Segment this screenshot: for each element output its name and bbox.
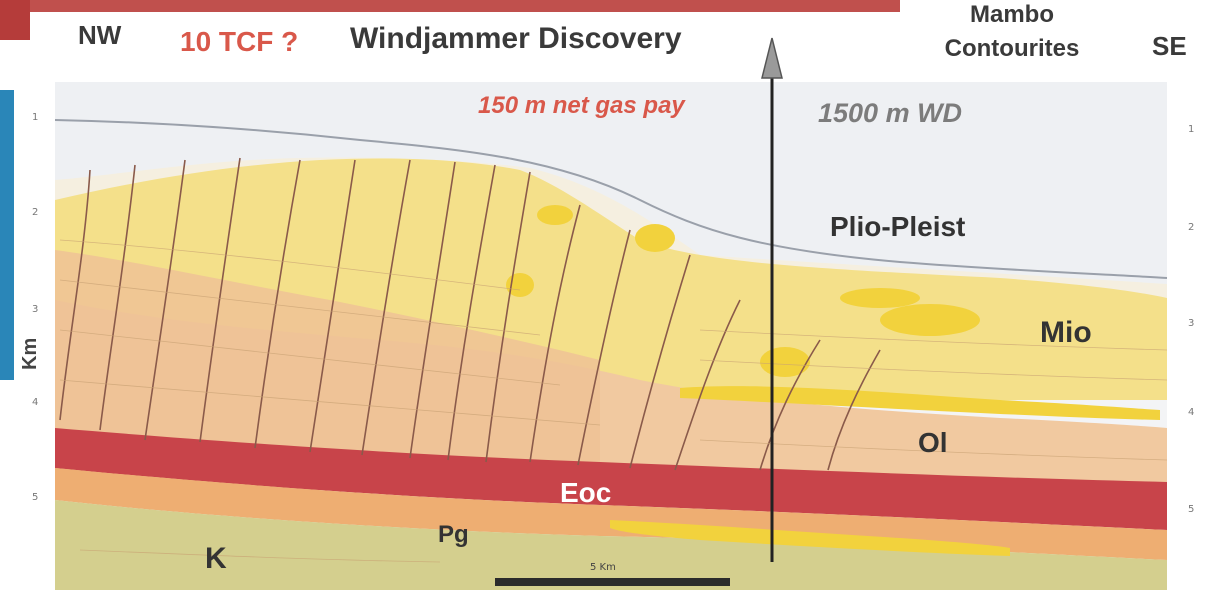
bedding-line xyxy=(59,239,521,291)
contourites-label-line1: Mambo xyxy=(970,1,1054,28)
eoc-unit xyxy=(55,428,1167,530)
gas-anomaly xyxy=(610,520,1010,556)
formation-labels: Plio-Pleist Mio Ol Eoc Pg K xyxy=(205,211,1092,575)
eoc-label: Eoc xyxy=(560,477,611,508)
fault-line xyxy=(309,159,356,453)
gas-anomaly xyxy=(880,304,980,336)
mio-label: Mio xyxy=(1040,316,1092,349)
contourites-label: Mambo Contourites xyxy=(922,0,1102,66)
fault-line xyxy=(485,171,531,463)
gas-anomaly xyxy=(760,347,810,377)
left-tick-label: 1 xyxy=(32,112,38,123)
right-tick-label: 4 xyxy=(1188,407,1194,418)
left-tick-label: 2 xyxy=(32,207,38,218)
right-depth-axis: 1 2 3 4 5 xyxy=(1188,124,1194,515)
right-tick-label: 5 xyxy=(1188,504,1194,515)
pg-unit xyxy=(55,468,1167,560)
depth-axis-title: Km xyxy=(19,338,41,370)
fault-line xyxy=(827,349,881,471)
fault-line xyxy=(99,164,136,431)
fault-line xyxy=(674,299,741,471)
fault-line xyxy=(59,169,91,421)
bedding-line xyxy=(699,329,1168,351)
gas-anomaly xyxy=(635,224,675,252)
fault-line xyxy=(144,159,186,441)
left-tick-label: 4 xyxy=(32,397,38,408)
ol-unit-lower xyxy=(55,250,600,470)
page-edge-strip xyxy=(0,90,14,380)
fault-line xyxy=(759,339,821,471)
title-banner xyxy=(30,0,900,12)
gas-anomaly xyxy=(680,386,1160,420)
bedding-line xyxy=(699,439,1168,461)
gas-anomaly xyxy=(840,288,920,308)
direction-nw-label: NW xyxy=(78,20,122,50)
pg-label: Pg xyxy=(438,521,469,548)
bedding-line xyxy=(59,329,561,386)
fault-line xyxy=(529,204,581,463)
right-tick-label: 3 xyxy=(1188,318,1194,329)
gas-anomaly xyxy=(537,205,573,225)
left-tick-label: 3 xyxy=(32,304,38,315)
resource-estimate-label: 10 TCF ? xyxy=(180,26,299,57)
k-unit xyxy=(55,500,1167,590)
fault-line xyxy=(199,157,241,443)
fault-line xyxy=(361,159,411,456)
fault-line xyxy=(629,254,691,469)
water-depth-annotation: 1500 m WD xyxy=(818,98,963,128)
ol-label: Ol xyxy=(918,427,948,458)
banner-corner xyxy=(0,0,30,40)
discovery-title: Windjammer Discovery xyxy=(350,22,682,55)
left-tick-label: 5 xyxy=(32,492,38,503)
bedding-line xyxy=(79,549,441,563)
bedding-line xyxy=(699,359,1168,381)
left-depth-axis: 1 2 3 4 5 xyxy=(32,112,38,503)
net-pay-annotation: 150 m net gas pay xyxy=(478,92,685,119)
plio-pleist-label: Plio-Pleist xyxy=(830,211,965,242)
fault-line xyxy=(409,161,456,459)
fault-line xyxy=(577,229,631,466)
right-tick-label: 1 xyxy=(1188,124,1194,135)
well-arrowhead xyxy=(761,37,783,79)
k-label: K xyxy=(205,542,227,575)
contourites-label-line2: Contourites xyxy=(944,35,1080,62)
scale-bar-label: 5 Km xyxy=(590,562,616,573)
seafloor-line xyxy=(54,119,1168,279)
right-tick-label: 2 xyxy=(1188,222,1194,233)
scale-bar xyxy=(495,578,730,586)
bedding-line xyxy=(59,279,541,336)
fault-line xyxy=(447,164,496,461)
gas-anomalies xyxy=(506,205,1160,556)
direction-se-label: SE xyxy=(1152,31,1187,61)
